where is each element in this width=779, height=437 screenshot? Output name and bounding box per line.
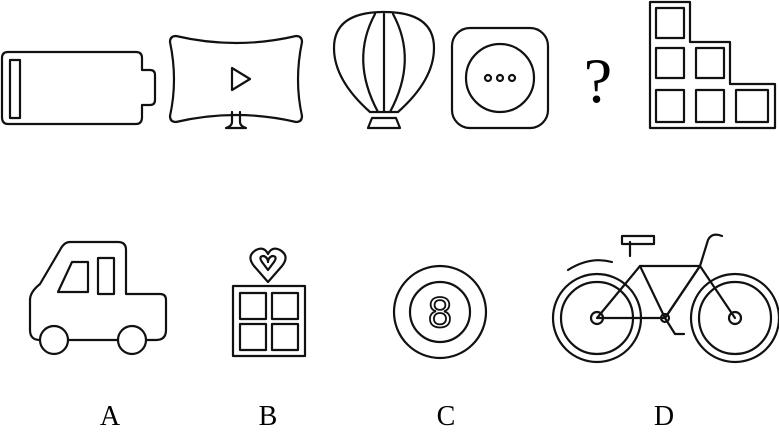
monitor-play-icon [168,34,304,130]
option-label-c: C [437,401,456,432]
heart-gift-icon [231,247,307,358]
stair-grid-icon [648,0,777,130]
eight-ball-number: 8 [427,291,452,337]
option-label-b: B [259,401,278,432]
eight-ball-icon [392,264,488,360]
socket-icon [450,26,550,130]
hot-air-balloon-icon [332,10,436,130]
option-label-a: A [100,401,121,432]
car-icon [28,240,168,356]
bicycle-icon [551,233,779,364]
question-mark: ? [584,45,612,116]
option-label-d: D [654,401,674,432]
battery-icon [0,50,157,126]
